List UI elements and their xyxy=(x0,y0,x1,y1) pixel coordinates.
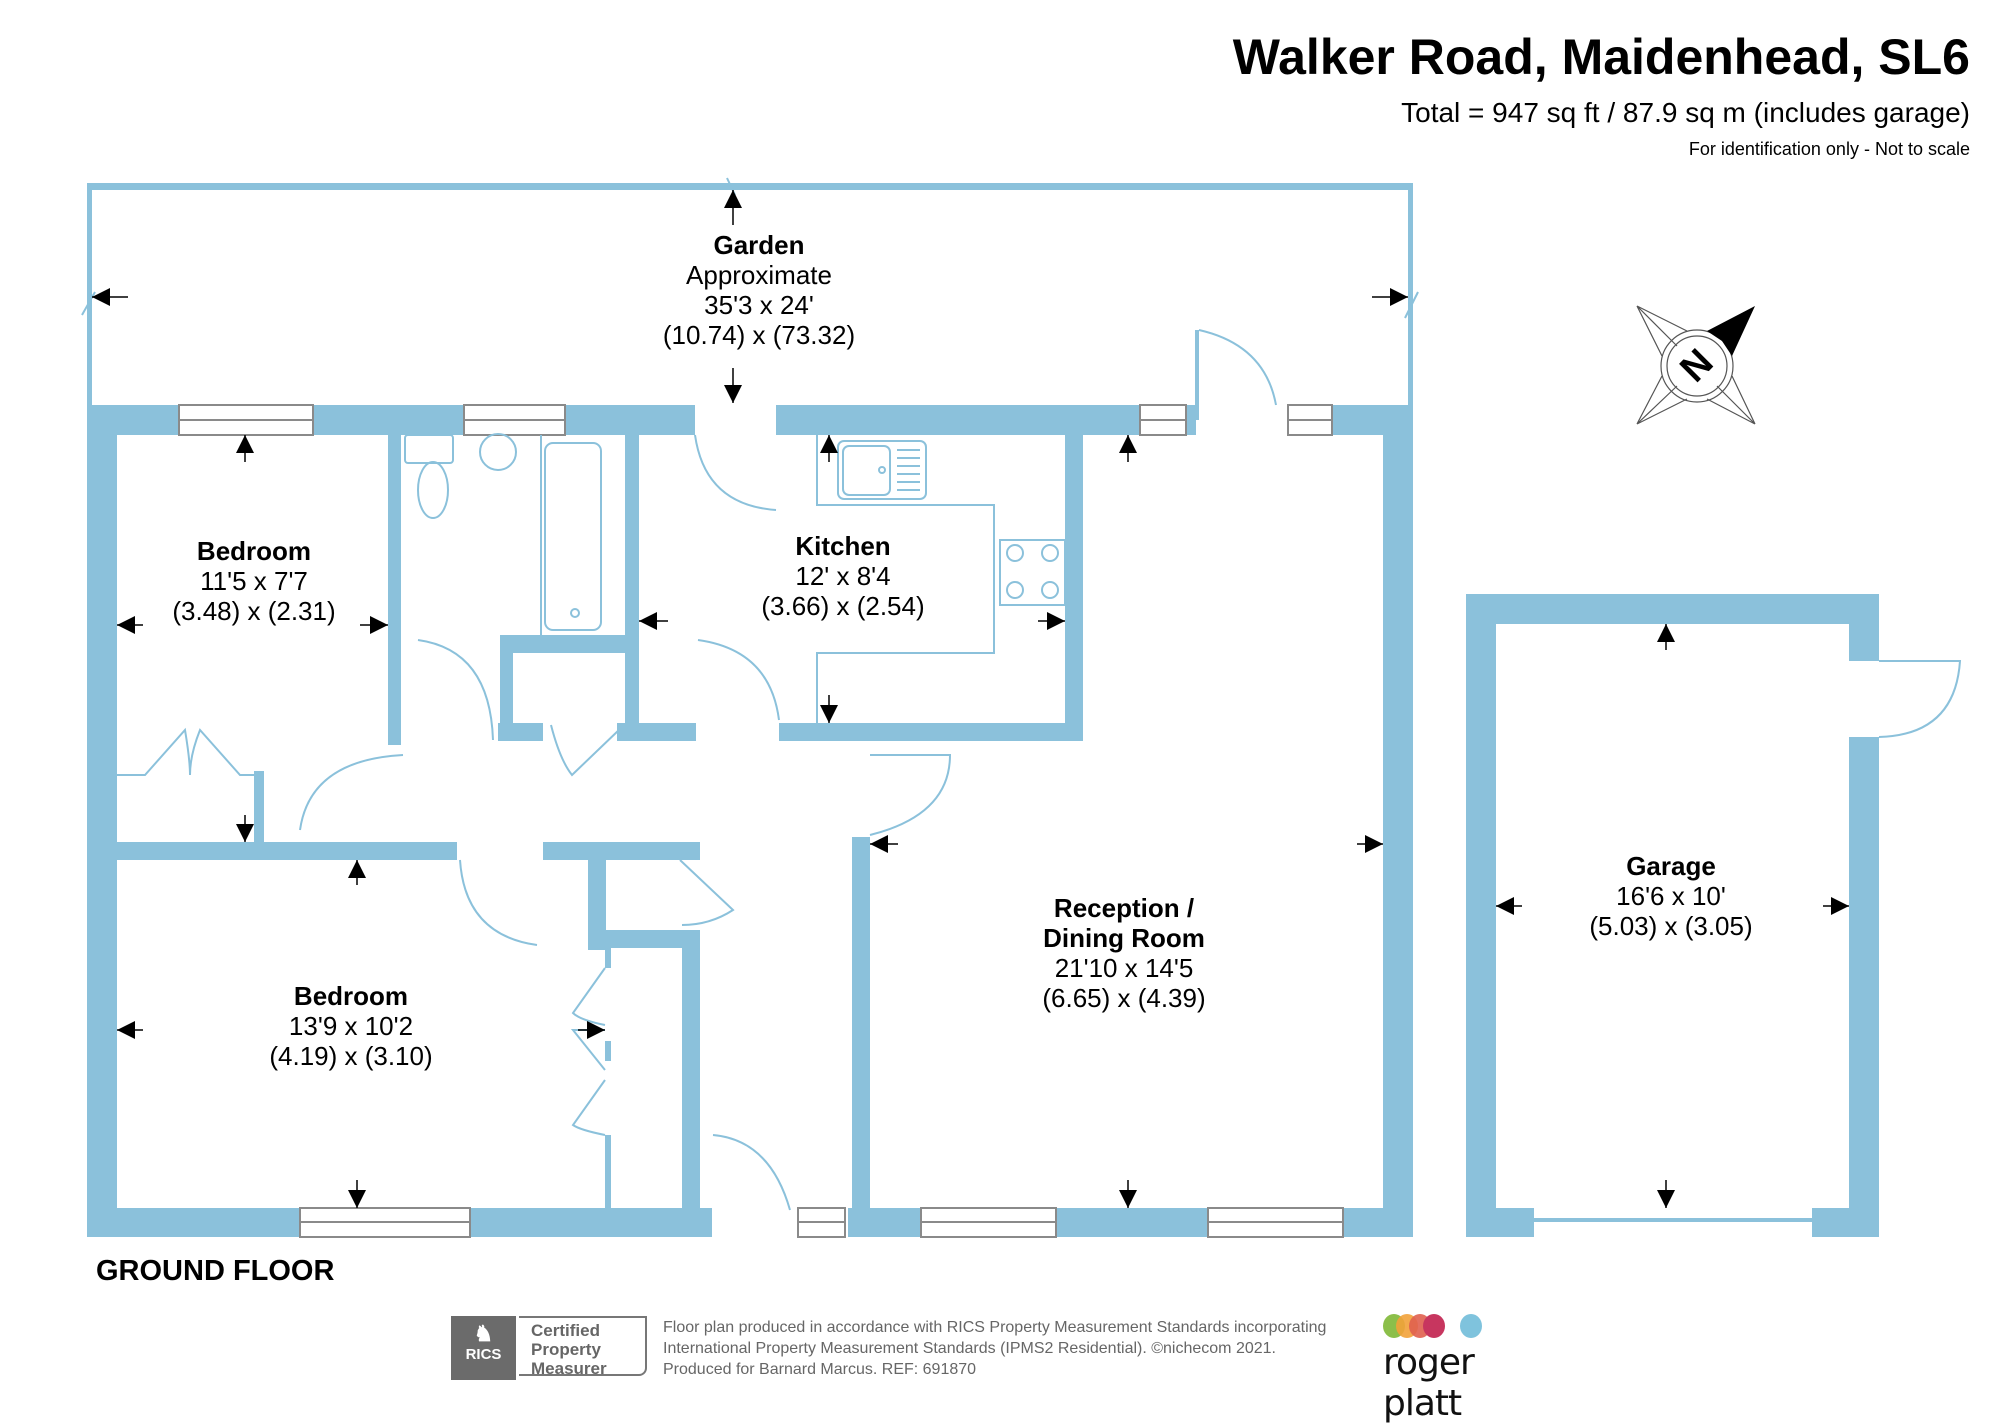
wardrobe-bed1-doors xyxy=(117,727,254,776)
room-label-garage: Garage 16'6 x 10' (5.03) x (3.05) xyxy=(1589,851,1753,941)
door-bed1 xyxy=(417,639,494,741)
wall-top-stub xyxy=(1195,330,1199,420)
svg-text:N: N xyxy=(1672,341,1721,390)
logo-dot xyxy=(1460,1314,1482,1338)
door-front xyxy=(712,1134,791,1211)
rics-certified-text: Certified Property Measurer xyxy=(519,1316,647,1378)
door-cupboard xyxy=(550,724,622,777)
room-label-garden: Garden Approximate 35'3 x 24' (10.74) x … xyxy=(662,230,856,350)
agent-name: roger platt xyxy=(1383,1342,1475,1424)
bath-plug xyxy=(570,608,580,618)
agent-logo: roger platt xyxy=(1383,1314,1553,1424)
wall-cupboard-left xyxy=(500,635,513,735)
rics-logo: ♞ RICS xyxy=(451,1316,516,1380)
wall-bath-kitchen xyxy=(625,435,639,740)
wall-bed2-top-2 xyxy=(543,842,700,860)
door-reception xyxy=(869,754,952,836)
garage-wall-right-top xyxy=(1849,594,1879,661)
garage-wall-left xyxy=(1466,594,1496,1237)
wall-cupboard2-bottom xyxy=(588,930,700,948)
garden-boundary-left xyxy=(87,183,92,408)
garden-boundary-right xyxy=(1408,183,1413,408)
room-label-reception: Reception / Dining Room 21'10 x 14'5 (6.… xyxy=(1042,893,1206,1013)
wall-top-2 xyxy=(776,405,1196,435)
wall-kitchen-right xyxy=(1065,435,1083,741)
wardrobe-bed2-bottom xyxy=(605,1135,611,1210)
basin xyxy=(479,433,517,471)
wall-bed1-bath xyxy=(388,435,401,745)
hob xyxy=(999,539,1066,606)
wall-cupboard-bottom-1 xyxy=(498,723,543,741)
drainer xyxy=(897,449,920,491)
floor-label: GROUND FLOOR xyxy=(96,1255,335,1287)
wardrobe-bed1-side xyxy=(254,771,264,846)
door-garden-exterior xyxy=(1198,329,1277,406)
kitchen-sink-bowl xyxy=(842,445,891,496)
wardrobe-bed2-doors xyxy=(570,967,606,1136)
wall-cupboard2-left xyxy=(588,860,606,950)
rics-lion-icon: ♞ xyxy=(473,1321,494,1346)
garage-wall-bottom-l xyxy=(1466,1208,1534,1237)
garden-boundary-top xyxy=(87,183,1413,190)
dimension-arrows xyxy=(92,190,1849,1208)
room-label-kitchen: Kitchen 12' x 8'4 (3.66) x (2.54) xyxy=(761,531,925,621)
logo-dot xyxy=(1423,1314,1445,1338)
wall-left xyxy=(87,405,117,1237)
toilet-bowl xyxy=(417,461,449,519)
wall-cupboard-bottom-2 xyxy=(617,723,696,741)
kitchen-worktop xyxy=(816,435,995,723)
garage-wall-right xyxy=(1849,737,1879,1237)
wall-hall-right xyxy=(682,930,700,1212)
wall-bed1-bed2 xyxy=(117,842,457,860)
north-compass-icon: N xyxy=(1636,305,1756,425)
scale-note: For identification only - Not to scale xyxy=(1688,139,1970,159)
rics-badge: ♞ RICS Certified Property Measurer xyxy=(451,1316,653,1380)
bath xyxy=(544,442,602,631)
disclaimer: Floor plan produced in accordance with R… xyxy=(663,1319,1327,1378)
garage-wall-top xyxy=(1466,594,1879,624)
room-label-bedroom-1: Bedroom 11'5 x 7'7 (3.48) x (2.31) xyxy=(172,536,336,626)
toilet-cistern xyxy=(404,434,454,464)
wall-kitchen-bottom xyxy=(779,723,1083,741)
door-bed2 xyxy=(459,859,538,946)
wardrobe-bed2-mid xyxy=(605,1041,611,1061)
door-garage-side xyxy=(1878,660,1962,738)
garage-door-line xyxy=(1534,1218,1812,1222)
garage-wall-bottom-r xyxy=(1812,1208,1879,1237)
wall-cupboard-top xyxy=(500,635,639,653)
door-kitchen xyxy=(697,639,780,721)
door-garden xyxy=(694,434,777,511)
door-cupboard2 xyxy=(679,859,735,926)
wall-right xyxy=(1383,405,1413,1237)
property-title: Walker Road, Maidenhead, SL6 xyxy=(1232,29,1970,85)
room-label-bedroom-2: Bedroom 13'9 x 10'2 (4.19) x (3.10) xyxy=(269,981,433,1071)
kitchen-sink xyxy=(837,440,927,500)
door-hall-bed1 xyxy=(299,754,404,831)
wall-reception-left xyxy=(852,837,870,1212)
total-area: Total = 947 sq ft / 87.9 sq m (includes … xyxy=(1401,97,1970,128)
wardrobe-bed2-top xyxy=(605,948,611,968)
